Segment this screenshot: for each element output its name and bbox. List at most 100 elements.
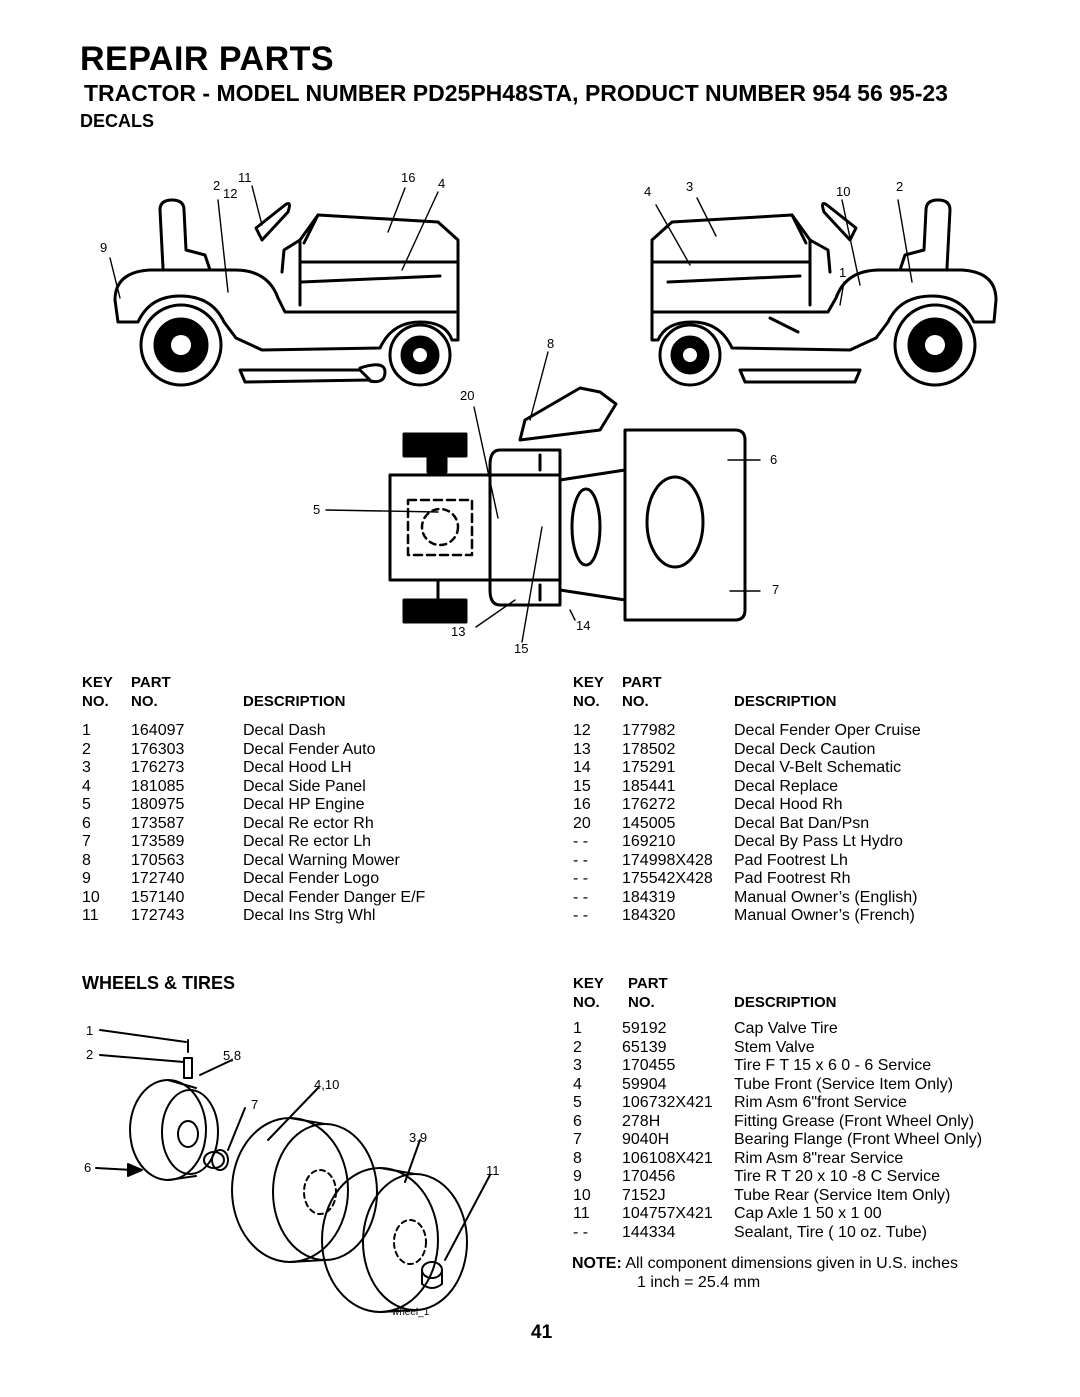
cell-part: 184319 [622, 888, 676, 906]
cell-key: - - [573, 1223, 589, 1241]
header-part: PART [131, 674, 171, 691]
header-description: DESCRIPTION [734, 693, 837, 710]
cell-part: 177982 [622, 722, 676, 739]
cell-key: 5 [573, 1094, 582, 1111]
cell-part: 104757X421 [622, 1205, 713, 1222]
header-key: KEY [573, 674, 604, 691]
cell-part: 65139 [622, 1038, 667, 1056]
cell-key: 9 [573, 1168, 582, 1185]
note-conversion: 1 inch = 25.4 mm [637, 1274, 761, 1291]
cell-part: 185441 [622, 777, 676, 795]
callout-label: 4 [438, 176, 446, 191]
cell-desc: Bearing Flange (Front Wheel Only) [734, 1131, 983, 1148]
cell-part: 106108X421 [622, 1149, 713, 1167]
cell-key: - - [573, 851, 589, 869]
cell-key: 13 [573, 740, 591, 758]
callout-label: 11 [238, 170, 252, 185]
cell-key: 16 [573, 796, 591, 813]
callout-label: 3,9 [409, 1130, 428, 1145]
cell-part: 144334 [622, 1223, 676, 1241]
cell-desc: Decal Fender Danger E/F [243, 888, 426, 906]
cell-part: 164097 [131, 722, 185, 739]
cell-part: 173587 [131, 814, 185, 832]
cell-key: 10 [82, 888, 100, 906]
cell-desc: Decal Hood LH [243, 759, 352, 776]
cell-part: 176303 [131, 740, 185, 758]
cell-key: 15 [573, 777, 591, 795]
callout-label: 14 [576, 618, 591, 633]
cell-key: 7 [573, 1131, 582, 1148]
cell-key: 9 [82, 870, 91, 887]
cell-part: 174998X428 [622, 851, 713, 869]
note: NOTE: All component dimensions given in … [572, 1255, 958, 1273]
cell-key: 4 [82, 777, 91, 795]
cell-desc: Decal Side Panel [243, 777, 366, 795]
header-description: DESCRIPTION [734, 994, 837, 1011]
cell-key: 5 [82, 796, 91, 813]
cell-desc: Cap Valve Tire [734, 1020, 838, 1037]
callout-label: 15 [514, 641, 529, 656]
cell-key: - - [573, 870, 589, 887]
callout-label: 1 [86, 1023, 94, 1038]
cell-desc: Decal Warning Mower [243, 851, 400, 869]
page-subtitle: TRACTOR - MODEL NUMBER PD25PH48STA, PROD… [84, 80, 948, 106]
cell-desc: Tire R T 20 x 10 -8 C Service [734, 1168, 940, 1185]
cell-desc: Sealant, Tire ( 10 oz. Tube) [734, 1223, 927, 1241]
cell-key: 11 [82, 907, 99, 924]
cell-key: 2 [573, 1038, 582, 1056]
callout-label: 10 [836, 184, 851, 199]
cell-part: 170455 [622, 1057, 676, 1074]
header-key-no: NO. [573, 994, 600, 1011]
cell-part: 157140 [131, 888, 185, 906]
cell-part: 181085 [131, 777, 185, 795]
cell-desc: Decal Bat Dan/Psn [734, 814, 870, 832]
cell-key: 1 [82, 722, 91, 739]
callout-label: 1 [839, 265, 847, 280]
cell-desc: Rim Asm 8"rear Service [734, 1149, 904, 1167]
cell-desc: Fitting Grease (Front Wheel Only) [734, 1112, 975, 1130]
cell-desc: Decal Re ector Lh [243, 833, 372, 850]
cell-part: 7152J [622, 1186, 666, 1204]
cell-desc: Manual Owner’s (French) [734, 907, 915, 924]
cell-part: 180975 [131, 796, 185, 813]
callout-label: 6 [84, 1160, 92, 1175]
cell-key: 6 [82, 814, 91, 832]
callout-label: 2 [86, 1047, 94, 1062]
cell-part: 176273 [131, 759, 185, 776]
callout-label: 4 [644, 184, 652, 199]
cell-part: 173589 [131, 833, 185, 850]
cell-desc: Decal Fender Oper Cruise [734, 722, 921, 739]
cell-part: 59192 [622, 1020, 667, 1037]
page-number: 41 [531, 1322, 553, 1343]
tractor-top-view [388, 386, 747, 622]
cell-key: 7 [82, 833, 91, 850]
cell-desc: Decal Fender Logo [243, 870, 380, 887]
callout-label: 5,8 [223, 1048, 242, 1063]
callout-label: 16 [401, 170, 416, 185]
cell-key: 11 [573, 1205, 590, 1222]
decals-heading: DECALS [80, 111, 155, 131]
header-key: KEY [82, 674, 113, 691]
cell-key: 4 [573, 1075, 582, 1093]
cell-key: 3 [82, 759, 91, 776]
cell-desc: Decal Replace [734, 777, 839, 795]
cell-desc: Pad Footrest Rh [734, 870, 851, 887]
wheel-assembly-drawing [95, 1029, 491, 1313]
cell-key: 20 [573, 814, 591, 832]
callout-label: 3 [686, 179, 694, 194]
cell-part: 59904 [622, 1075, 667, 1093]
cell-key: 1 [573, 1020, 582, 1037]
header-part-no: NO. [628, 994, 655, 1011]
wheels-heading: WHEELS & TIRES [82, 973, 236, 993]
cell-desc: Manual Owner’s (English) [734, 888, 918, 906]
cell-key: 8 [573, 1149, 582, 1167]
cell-part: 170456 [622, 1168, 676, 1185]
cell-part: 169210 [622, 833, 676, 850]
cell-key: 8 [82, 851, 91, 869]
cell-key: - - [573, 888, 589, 906]
cell-desc: Tube Front (Service Item Only) [734, 1075, 954, 1093]
callout-label: 4,10 [314, 1077, 340, 1092]
cell-part: 178502 [622, 740, 676, 758]
